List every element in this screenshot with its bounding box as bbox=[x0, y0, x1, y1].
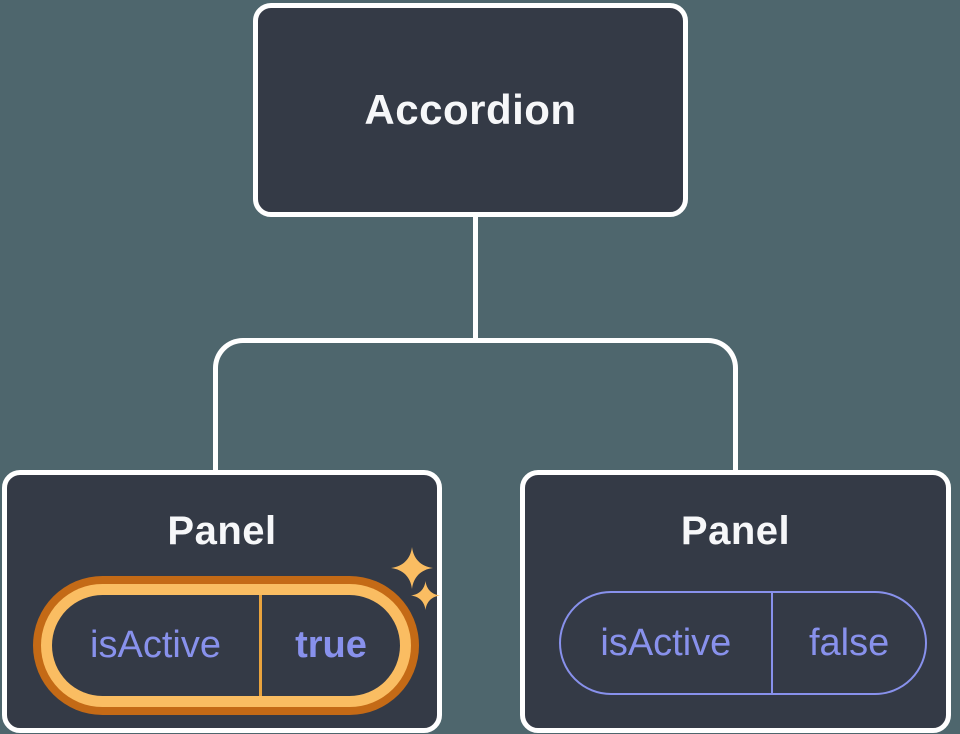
connector-stem bbox=[473, 215, 478, 343]
isactive-true-pill: isActive true bbox=[33, 576, 419, 715]
connector-bracket bbox=[213, 338, 738, 470]
sparkle-icon bbox=[391, 547, 433, 589]
prop-value-label: false bbox=[808, 621, 890, 664]
pill-divider bbox=[259, 595, 262, 696]
panel-node-active: Panel isActive true bbox=[2, 470, 442, 733]
sparkle-icon bbox=[411, 581, 440, 610]
prop-name-label: isActive bbox=[90, 624, 221, 666]
prop-name-label: isActive bbox=[600, 621, 732, 664]
pill-divider bbox=[770, 593, 774, 693]
accordion-node: Accordion bbox=[253, 3, 688, 217]
pill-highlight-ring: isActive true bbox=[41, 584, 411, 707]
panel-title: Panel bbox=[167, 509, 277, 553]
prop-value-label: true bbox=[295, 624, 367, 666]
panel-node-inactive: Panel isActive false bbox=[520, 470, 951, 733]
panel-title: Panel bbox=[680, 509, 791, 553]
accordion-label: Accordion bbox=[364, 86, 577, 133]
isactive-false-pill: isActive false bbox=[559, 591, 927, 695]
pill-core: isActive true bbox=[52, 595, 400, 696]
